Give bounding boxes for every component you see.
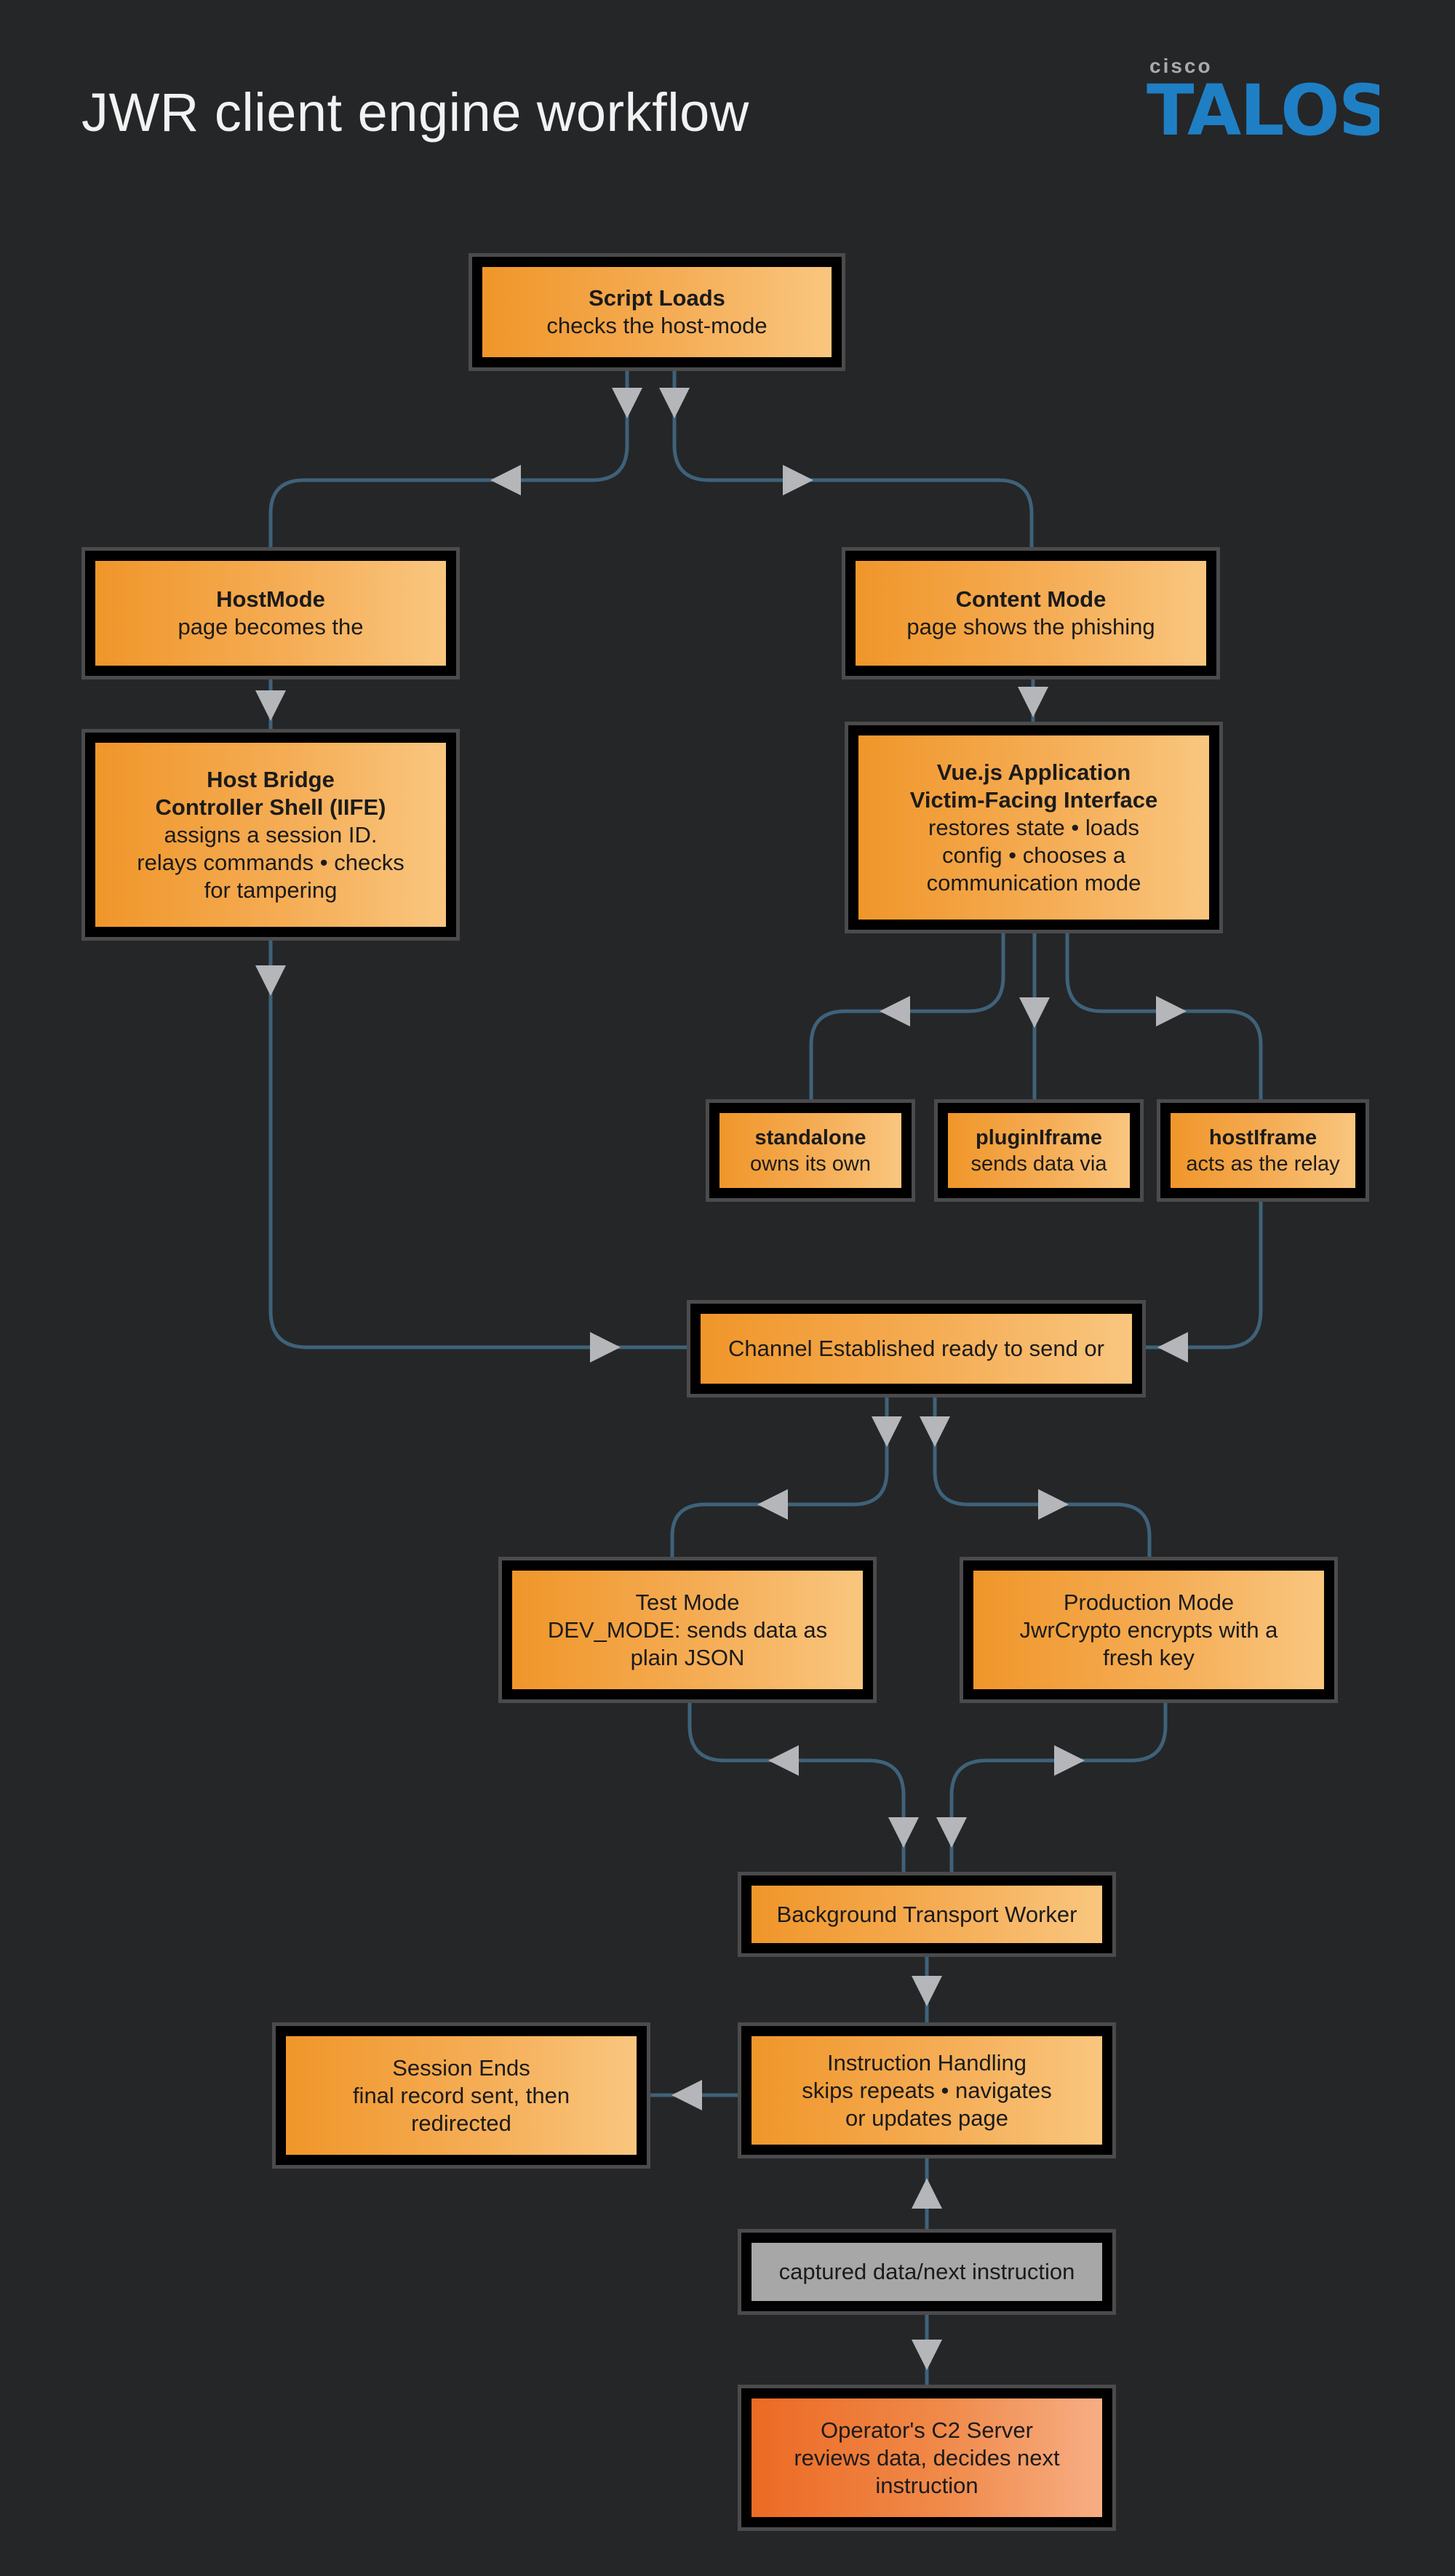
node-test-mode: Test Mode DEV_MODE: sends data as plain …: [498, 1557, 877, 1703]
arrowhead-down-8: [1019, 997, 1050, 1028]
session-ends-line-1: Session Ends: [392, 2054, 530, 2081]
connector-hostiframe-to-channel: [1146, 1202, 1263, 1349]
host-bridge-desc-3: for tampering: [204, 877, 338, 903]
arrowhead-down-13: [920, 1416, 950, 1447]
content-mode-title: Content Mode: [955, 586, 1107, 612]
connector-script-to-contentmode: [672, 364, 1034, 547]
standalone-title: standalone: [754, 1125, 866, 1149]
connector-channel-to-production: [933, 1397, 1152, 1557]
arrowhead-right-17: [1054, 1745, 1085, 1776]
test-mode-line-2: DEV_MODE: sends data as: [547, 1616, 828, 1643]
talos-logo: cisco TALOS: [1147, 55, 1379, 145]
node-vue-app: Vue.js Application Victim-Facing Interfa…: [845, 722, 1223, 933]
transport-worker-text: Background Transport Worker: [776, 1901, 1077, 1927]
arrowhead-up-22: [912, 2178, 942, 2209]
logo-talos-text: TALOS: [1147, 70, 1379, 145]
node-standalone: standalone owns its own: [706, 1099, 915, 1202]
page-title: JWR client engine workflow: [81, 82, 749, 143]
captured-data-text: captured data/next instruction: [778, 2259, 1075, 2284]
vue-app-title-2: Victim-Facing Interface: [909, 786, 1158, 813]
node-content-mode: Content Mode page shows the phishing: [842, 547, 1220, 679]
arrowhead-down-1: [659, 388, 690, 418]
node-script-loads: Script Loads checks the host-mode: [469, 253, 845, 371]
host-bridge-desc-1: assigns a session ID.: [164, 821, 378, 848]
c2-server-line-1: Operator's C2 Server: [821, 2417, 1033, 2443]
session-ends-line-3: redirected: [411, 2110, 511, 2136]
node-transport-worker: Background Transport Worker: [738, 1872, 1116, 1957]
production-mode-line-2: JwrCrypto encrypts with a: [1019, 1616, 1278, 1643]
script-loads-title: Script Loads: [589, 285, 725, 311]
instruction-handling-line-3: or updates page: [845, 2105, 1009, 2131]
arrowhead-down-4: [255, 690, 286, 721]
plugin-iframe-title: pluginIframe: [975, 1125, 1102, 1149]
host-bridge-title-2: Controller Shell (IIFE): [155, 794, 386, 820]
arrowhead-left-14: [757, 1489, 788, 1520]
host-bridge-title-1: Host Bridge: [207, 766, 335, 792]
c2-server-line-3: instruction: [875, 2472, 978, 2498]
instruction-handling-line-1: Instruction Handling: [827, 2049, 1027, 2075]
arrowhead-down-12: [872, 1416, 902, 1447]
script-loads-desc: checks the host-mode: [546, 313, 768, 338]
arrowhead-down-6: [255, 965, 286, 996]
arrowhead-left-11: [1157, 1332, 1188, 1363]
connector-channel-to-test: [670, 1397, 889, 1557]
arrowhead-down-20: [912, 1976, 942, 2006]
arrowhead-right-9: [1156, 996, 1187, 1026]
c2-server-line-2: reviews data, decides next: [794, 2444, 1060, 2471]
connector-hostbridge-to-channel: [268, 941, 687, 1349]
test-mode-line-1: Test Mode: [635, 1589, 740, 1615]
node-instruction-handling: Instruction Handling skips repeats • nav…: [738, 2022, 1116, 2158]
node-host-mode: HostMode page becomes the: [81, 547, 460, 679]
connector-script-to-hostmode: [268, 364, 629, 547]
production-mode-line-3: fresh key: [1103, 1644, 1195, 1670]
arrowhead-left-2: [490, 465, 521, 495]
host-mode-desc: page becomes the: [178, 614, 364, 639]
arrowhead-right-10: [590, 1332, 621, 1363]
arrowhead-left-7: [880, 996, 910, 1026]
arrowhead-down-23: [912, 2340, 942, 2370]
node-channel-established: Channel Established ready to send or: [687, 1300, 1146, 1397]
production-mode-line-1: Production Mode: [1063, 1589, 1235, 1615]
arrowhead-down-19: [936, 1817, 967, 1848]
arrowhead-left-21: [671, 2080, 702, 2110]
arrowhead-down-5: [1018, 687, 1048, 717]
connector-test-to-worker: [687, 1703, 906, 1872]
vue-app-desc-1: restores state • loads: [928, 814, 1139, 840]
plugin-iframe-desc: sends data via: [970, 1152, 1107, 1176]
channel-text: Channel Established ready to send or: [728, 1336, 1104, 1361]
standalone-desc: owns its own: [749, 1152, 871, 1176]
content-mode-desc: page shows the phishing: [906, 614, 1155, 639]
arrowhead-down-18: [888, 1817, 919, 1848]
host-bridge-desc-2: relays commands • checks: [137, 849, 404, 875]
test-mode-line-3: plain JSON: [630, 1644, 745, 1670]
vue-app-desc-3: communication mode: [926, 869, 1141, 896]
arrowhead-left-16: [768, 1745, 799, 1776]
node-c2-server: Operator's C2 Server reviews data, decid…: [738, 2385, 1116, 2531]
host-mode-title: HostMode: [216, 586, 325, 612]
node-captured-data: captured data/next instruction: [738, 2229, 1116, 2315]
arrowhead-right-3: [783, 465, 813, 495]
host-iframe-title: hostIframe: [1208, 1125, 1318, 1149]
vue-app-title-1: Vue.js Application: [936, 759, 1131, 785]
host-iframe-desc: acts as the relay: [1186, 1152, 1340, 1176]
arrowhead-right-15: [1038, 1489, 1069, 1520]
node-host-bridge: Host Bridge Controller Shell (IIFE) assi…: [81, 729, 460, 941]
session-ends-line-2: final record sent, then: [352, 2082, 570, 2108]
node-host-iframe: hostIframe acts as the relay: [1157, 1099, 1369, 1202]
vue-app-desc-2: config • chooses a: [941, 842, 1126, 868]
node-production-mode: Production Mode JwrCrypto encrypts with …: [960, 1557, 1338, 1703]
arrowhead-down-0: [612, 388, 642, 418]
logo-cisco-text: cisco: [1149, 55, 1213, 77]
node-plugin-iframe: pluginIframe sends data via: [934, 1099, 1144, 1202]
node-session-ends: Session Ends final record sent, then red…: [272, 2022, 650, 2169]
instruction-handling-line-2: skips repeats • navigates: [802, 2077, 1052, 2103]
connector-production-to-worker: [949, 1703, 1168, 1872]
